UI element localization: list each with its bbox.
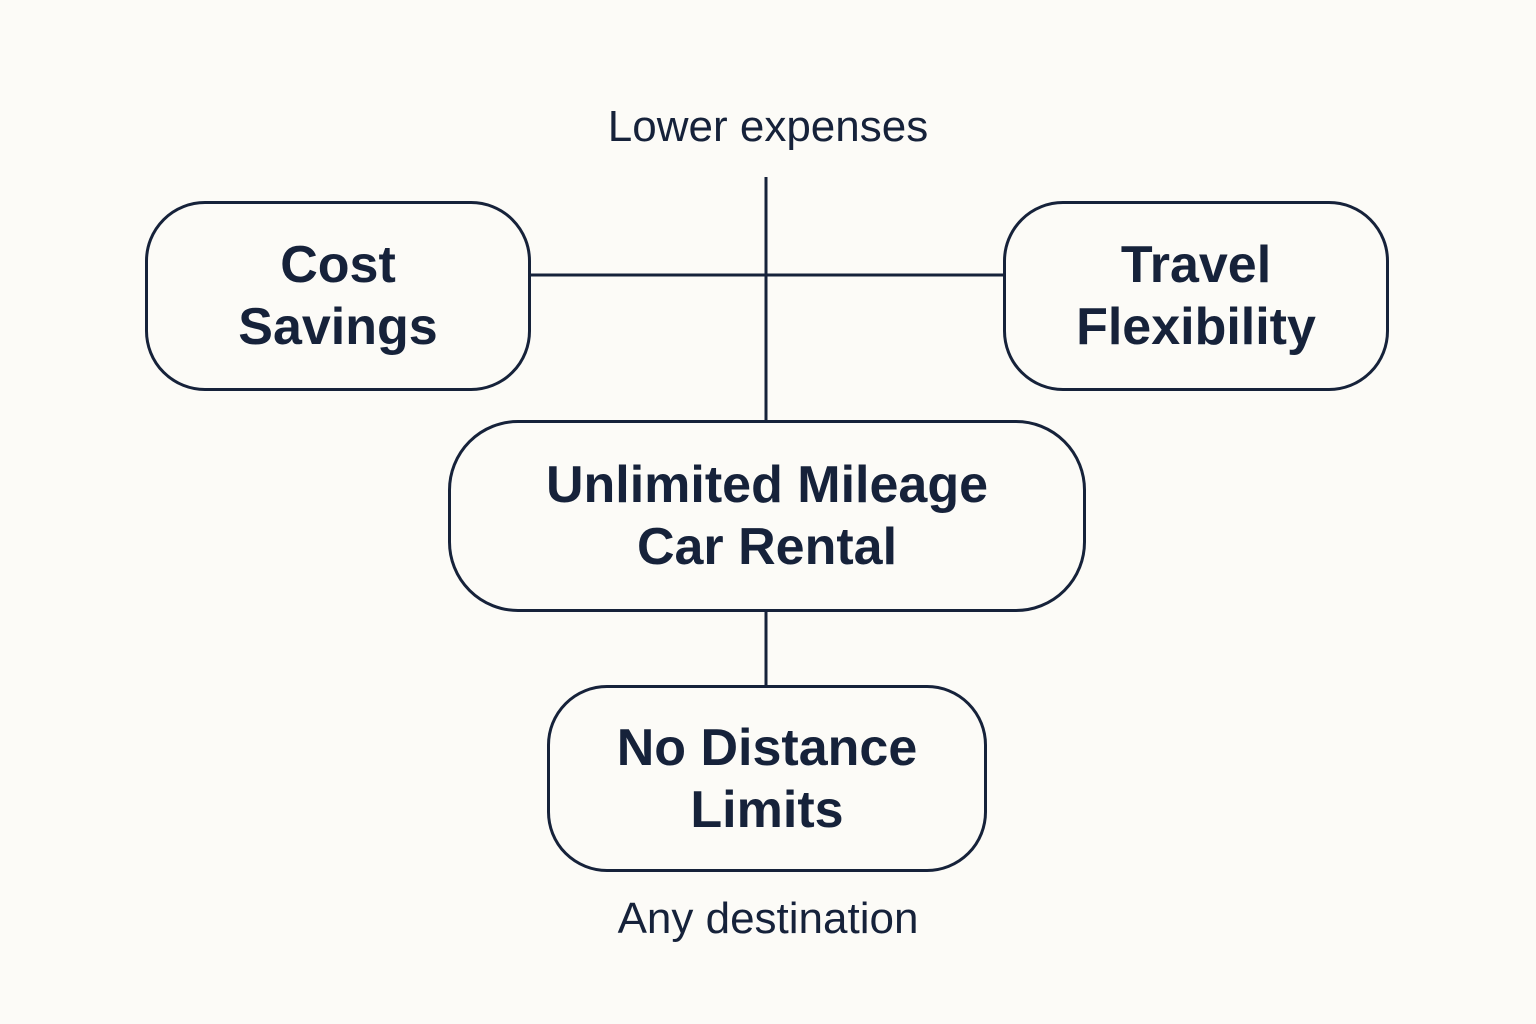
travel-flexibility-label-line2: Flexibility	[1076, 298, 1316, 356]
central-label-line1: Unlimited Mileage	[545, 456, 989, 514]
bottom-caption: Any destination	[617, 894, 919, 943]
cost-savings-label-line2: Savings	[238, 298, 438, 356]
central-node: Unlimited Mileage Car Rental	[448, 420, 1086, 612]
cost-savings-node: Cost Savings	[145, 201, 531, 391]
top-caption: Lower expenses	[607, 102, 929, 151]
central-label-line2: Car Rental	[636, 518, 898, 576]
cost-savings-label-line1: Cost	[280, 236, 396, 294]
travel-flexibility-label-line1: Travel	[1120, 236, 1272, 294]
no-distance-limits-node: No Distance Limits	[547, 685, 987, 872]
travel-flexibility-node: Travel Flexibility	[1003, 201, 1389, 391]
no-distance-limits-label-line1: No Distance	[616, 718, 918, 777]
no-distance-limits-label-line2: Limits	[690, 780, 844, 839]
